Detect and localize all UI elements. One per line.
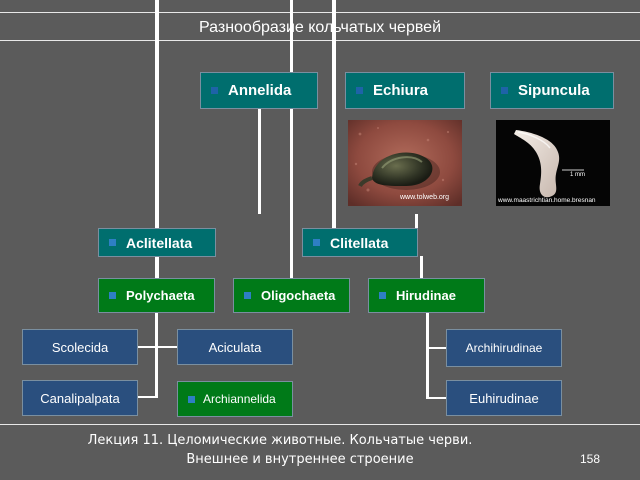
taxon-aclitellata: Aclitellata xyxy=(98,228,216,257)
echiura-worm-image xyxy=(348,120,462,206)
taxon-label: Echiura xyxy=(373,82,429,99)
connector-clitellata-right xyxy=(415,214,418,228)
bullet-icon xyxy=(356,87,363,94)
footer-line-2: Внешнее и внутреннее строение xyxy=(186,452,414,467)
taxon-oligochaeta: Oligochaeta xyxy=(233,278,350,313)
page-title: Разнообразие кольчатых червей xyxy=(199,19,441,36)
connector-polychaeta-down xyxy=(155,313,158,398)
footer-line-1: Лекция 11. Целомические животные. Кольча… xyxy=(87,433,473,448)
taxon-label: Sipuncula xyxy=(518,82,590,99)
taxon-label: Hirudinae xyxy=(396,288,456,303)
connector-euhirudinae xyxy=(426,397,446,399)
taxon-polychaeta: Polychaeta xyxy=(98,278,215,313)
connector-oligochaeta-vertical xyxy=(290,0,293,278)
taxon-label: Canalipalpata xyxy=(40,390,120,406)
taxon-clitellata: Clitellata xyxy=(302,228,418,257)
connector-archihirudinae xyxy=(426,347,446,349)
bullet-icon xyxy=(379,292,386,299)
taxon-label: Annelida xyxy=(228,82,292,99)
lecture-footer: Лекция 11. Целомические животные. Кольча… xyxy=(0,431,560,469)
connector-hirudinae-down xyxy=(426,313,429,399)
page-number: 158 xyxy=(580,452,601,466)
photo-credit: www.tolweb.org xyxy=(400,194,450,201)
bullet-icon xyxy=(501,87,508,94)
taxon-label: Aciculata xyxy=(208,339,262,355)
connector-clitellata-vertical xyxy=(332,0,336,228)
sipuncula-worm-image xyxy=(496,120,610,206)
taxon-hirudinae: Hirudinae xyxy=(368,278,485,313)
taxon-label: Euhirudinae xyxy=(469,390,539,406)
taxon-archiannelida: Archiannelida xyxy=(177,381,293,417)
title-rule xyxy=(0,40,640,41)
taxon-label: Archihirudinae xyxy=(465,340,543,355)
bullet-icon xyxy=(188,395,195,403)
bullet-icon xyxy=(244,292,251,299)
top-rule xyxy=(0,12,640,13)
bullet-icon xyxy=(211,87,218,94)
scale-label: 1 mm xyxy=(570,172,585,178)
taxon-aciculata: Aciculata xyxy=(177,329,293,365)
photo-credit: www.maastrichtian.home.bresnan xyxy=(498,197,596,204)
taxon-annelida: Annelida xyxy=(200,72,318,109)
connector-hirudinae-vertical xyxy=(420,256,423,278)
taxon-label: Scolecida xyxy=(51,339,109,355)
bullet-icon xyxy=(109,239,116,246)
taxon-sipuncula: Sipuncula xyxy=(490,72,614,109)
footer-rule xyxy=(0,424,640,425)
connector-scolecida-aciculata xyxy=(137,346,177,348)
taxon-scolecida: Scolecida xyxy=(22,329,138,365)
echiura-photo: www.tolweb.org xyxy=(348,120,462,206)
taxon-canalipalpata: Canalipalpata xyxy=(22,380,138,416)
taxon-label: Oligochaeta xyxy=(261,288,336,303)
sipuncula-photo: 1 mm www.maastrichtian.home.bresnan xyxy=(496,120,610,206)
taxon-label: Aclitellata xyxy=(126,234,193,251)
connector-annelida-clitellata xyxy=(258,108,261,214)
taxon-echiura: Echiura xyxy=(345,72,465,109)
connector-aclitellata-to-polychaeta xyxy=(155,256,159,278)
taxon-label: Archiannelida xyxy=(203,392,276,406)
taxon-euhirudinae: Euhirudinae xyxy=(446,380,562,416)
taxon-label: Clitellata xyxy=(330,234,389,251)
connector-canalipalpata xyxy=(137,396,157,398)
bullet-icon xyxy=(313,239,320,246)
taxon-label: Polychaeta xyxy=(126,288,195,303)
bullet-icon xyxy=(109,292,116,299)
connector-aclitellata-vertical xyxy=(155,0,159,228)
taxon-archihirudinae: Archihirudinae xyxy=(446,329,562,367)
